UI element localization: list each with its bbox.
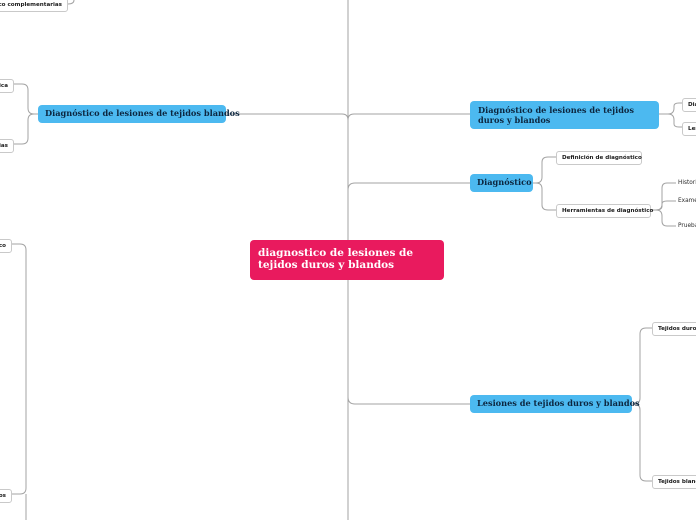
topic-diagnostico[interactable]: Diagnóstico xyxy=(470,174,533,192)
topic-diagnostico-duros-blandos[interactable]: Diagnóstico de lesiones de tejidos duros… xyxy=(470,101,659,129)
item-historia[interactable]: Histori xyxy=(678,180,696,186)
subtopic-dia[interactable]: Dia xyxy=(682,98,696,112)
subtopic-definicion-diagnostico[interactable]: Definición de diagnóstico xyxy=(556,151,642,165)
topic-lesiones-tejidos[interactable]: Lesiones de tejidos duros y blandos xyxy=(470,395,640,413)
subtopic-tejidos-duros[interactable]: Tejidos duros xyxy=(652,322,696,336)
topic-diagnostico-blandos[interactable]: Diagnóstico de lesiones de tejidos bland… xyxy=(38,105,240,123)
item-prueba[interactable]: Prueba xyxy=(678,223,696,229)
subtopic-complementarias[interactable]: ico complementarias xyxy=(0,0,68,12)
item-examen[interactable]: Exame xyxy=(678,198,696,204)
subtopic-les[interactable]: Les xyxy=(682,122,696,136)
subtopic-tejidos-blandos[interactable]: Tejidos bland xyxy=(652,475,696,489)
subtopic-ico[interactable]: ico xyxy=(0,239,12,253)
subtopic-nica[interactable]: nica xyxy=(0,79,14,93)
subtopic-rias[interactable]: rias xyxy=(0,139,14,153)
subtopic-ndos[interactable]: ndos xyxy=(0,489,12,503)
subtopic-herramientas-diagnostico[interactable]: Herramientas de diagnóstico xyxy=(556,204,653,218)
central-topic[interactable]: diagnostico de lesiones de tejidos duros… xyxy=(250,240,444,280)
